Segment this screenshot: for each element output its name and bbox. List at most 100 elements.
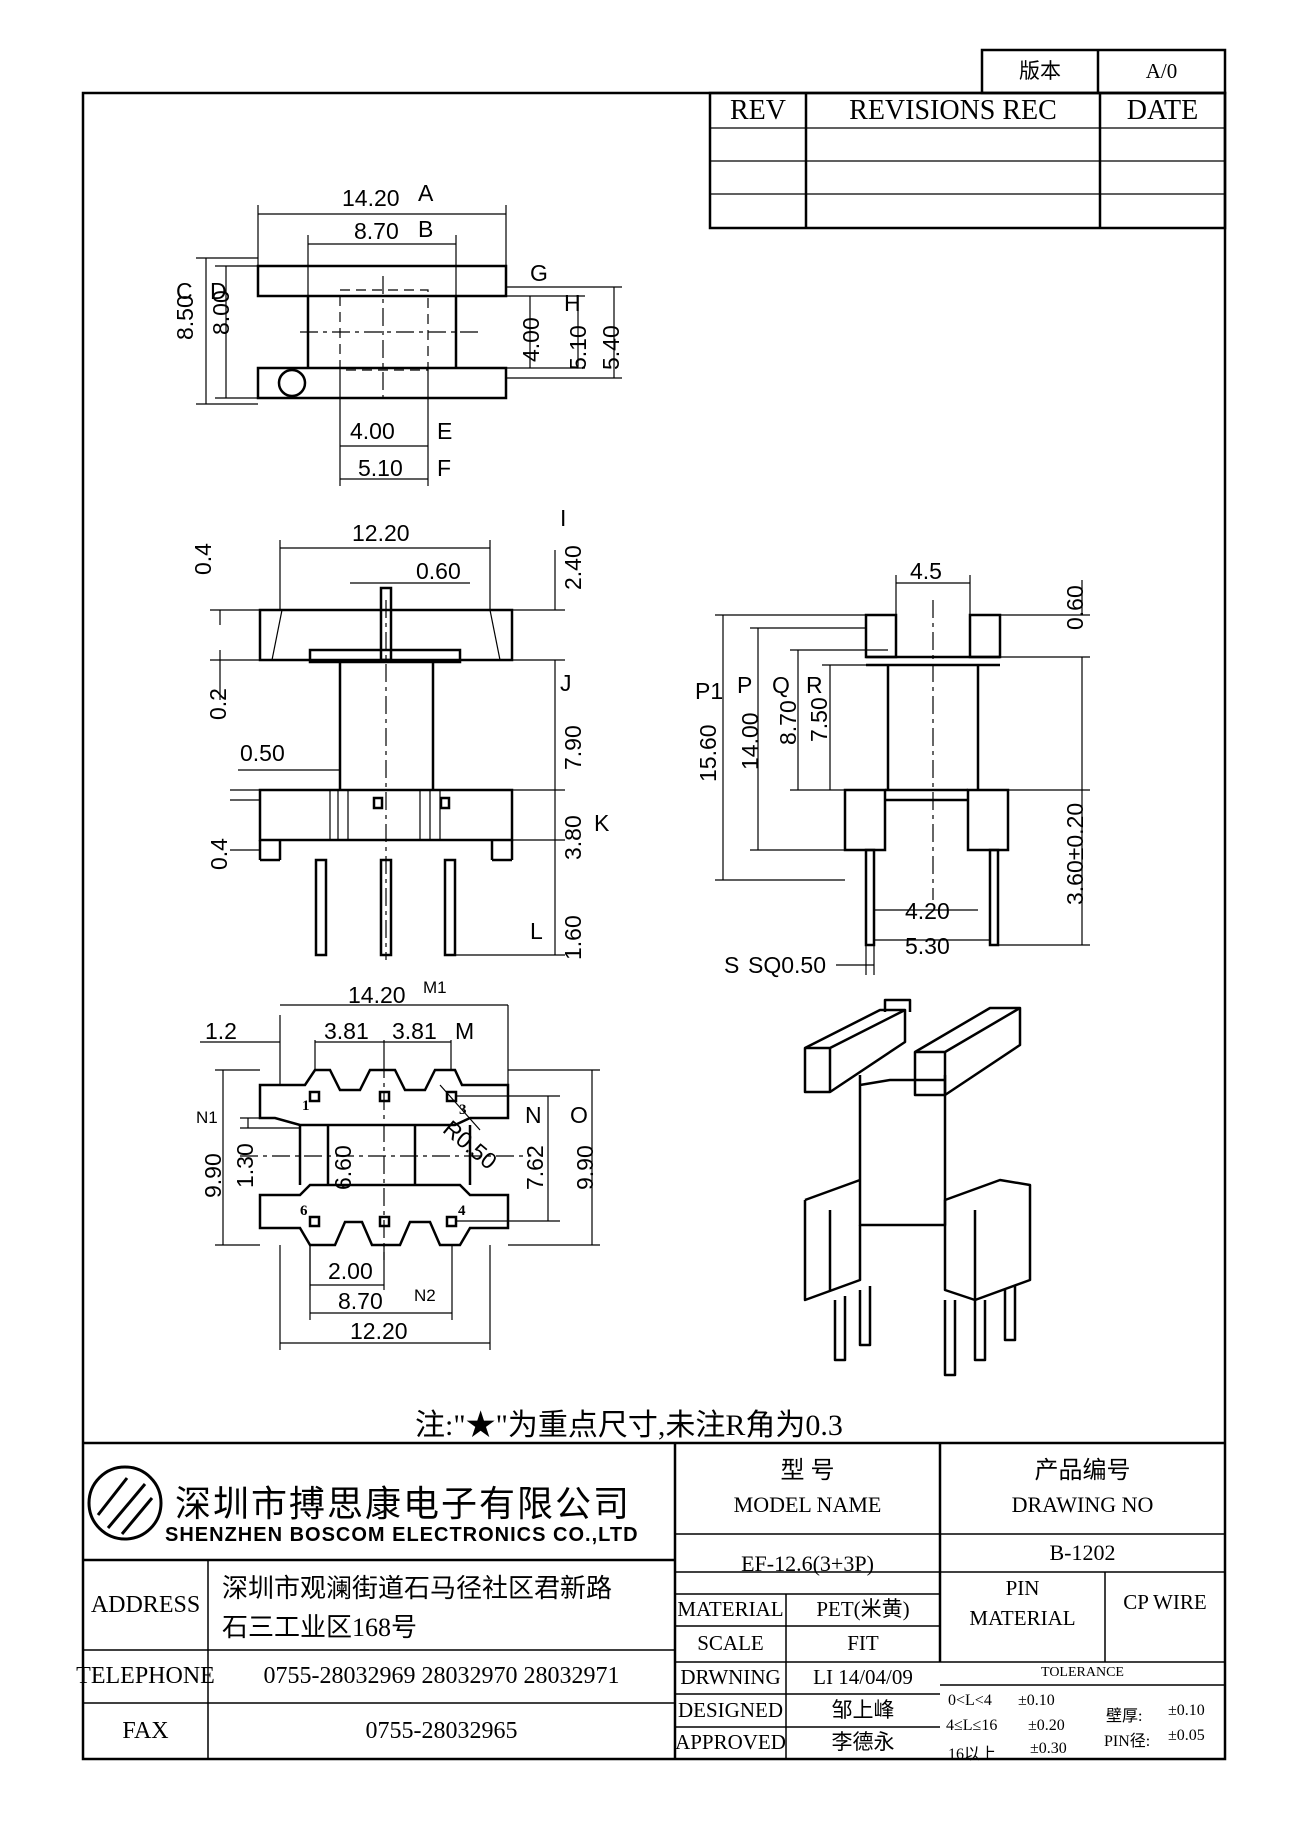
isometric-view-drawing: [803, 998, 1032, 1377]
mark-b: B: [418, 216, 434, 242]
company-name-cn: 深圳市搏思康电子有限公司: [175, 1484, 632, 1524]
dim-r: 7.50: [806, 697, 832, 742]
dim-q: 8.70: [775, 700, 801, 745]
dim-n1: 9.90: [200, 1153, 226, 1198]
tolerance-r1-range: 0<L<4: [948, 1692, 992, 1709]
dim-k: 3.80: [560, 815, 586, 860]
dim-04-bottom: 0.4: [206, 838, 232, 870]
mark-m: M: [455, 1018, 475, 1044]
approved-label: APPROVED: [675, 1730, 786, 1755]
designed-value: 邹上峰: [831, 1697, 895, 1722]
address-line-1: 深圳市观澜街道石马径社区君新路: [222, 1574, 613, 1603]
wall-thickness-label: 壁厚:: [1106, 1708, 1143, 1725]
tolerance-r2-val: ±0.20: [1028, 1717, 1065, 1734]
approved-value: 李德永: [831, 1730, 895, 1755]
drawing-label-cn: 产品编号: [1034, 1457, 1131, 1484]
drawing-note: 注:"★"为重点尺寸,未注R角为0.3: [415, 1409, 843, 1442]
material-label: MATERIAL: [677, 1597, 784, 1622]
dim-12: 1.2: [205, 1018, 237, 1044]
dim-530: 5.30: [905, 933, 950, 959]
pin-diameter-value: ±0.05: [1168, 1727, 1205, 1744]
dim-1220-bottom: 12.20: [350, 1318, 408, 1344]
mark-p: P: [737, 672, 753, 698]
wall-thickness-value: ±0.10: [1168, 1702, 1205, 1719]
mark-j: J: [560, 670, 572, 696]
fax-label: FAX: [122, 1717, 169, 1744]
revisions-rec-header: REVISIONS REC: [849, 94, 1057, 126]
pin-label-3: 3: [459, 1102, 467, 1118]
tolerance-r3-range: 16以上: [948, 1746, 997, 1763]
mark-o: O: [570, 1102, 588, 1128]
tolerance-header: TOLERANCE: [1041, 1665, 1124, 1681]
mark-n: N: [525, 1102, 542, 1128]
drwning-label: DRWNING: [680, 1665, 781, 1690]
telephone-label: TELEPHONE: [76, 1663, 215, 1690]
mark-n1: N1: [196, 1108, 218, 1127]
telephone-value: 0755-28032969 28032970 28032971: [263, 1663, 620, 1690]
mark-p1: P1: [695, 678, 724, 704]
mark-h: H: [564, 290, 581, 316]
mark-c: C: [176, 278, 193, 304]
rev-header: REV: [730, 94, 786, 126]
mark-d: D: [210, 278, 227, 304]
dim-b: 8.70: [354, 218, 399, 244]
dim-l: 1.60: [560, 915, 586, 960]
pin-label-6: 6: [300, 1203, 308, 1219]
pin-diameter-label: PIN径:: [1104, 1733, 1151, 1750]
company-logo: [87, 1465, 163, 1541]
mark-e: E: [437, 418, 453, 444]
version-value: A/0: [1145, 58, 1178, 83]
dim-381-b: 3.81: [392, 1018, 437, 1044]
date-header: DATE: [1126, 94, 1199, 126]
tolerance-r3-val: ±0.30: [1030, 1740, 1067, 1757]
fax-value: 0755-28032965: [365, 1717, 518, 1744]
front-view-drawing: [258, 586, 514, 957]
drwning-value: LI 14/04/09: [813, 1665, 913, 1690]
dim-h-400: 4.00: [518, 317, 544, 362]
pin-material-label-1: PIN: [1005, 1576, 1040, 1601]
dim-420: 4.20: [905, 898, 950, 924]
bottom-view-drawing: [258, 1068, 510, 1247]
company-name-en: SHENZHEN BOSCOM ELECTRONICS CO.,LTD: [165, 1524, 639, 1546]
version-label: 版本: [1019, 58, 1061, 83]
tolerance-r2-range: 4≤L≤16: [946, 1717, 998, 1734]
mark-l: L: [530, 918, 543, 944]
model-value: EF-12.6(3+3P): [741, 1550, 874, 1576]
address-line-2: 石三工业区168号: [222, 1613, 418, 1642]
dim-050: 0.50: [240, 740, 285, 766]
drawing-value: B-1202: [1049, 1539, 1116, 1565]
material-value: PET(米黄): [816, 1597, 910, 1622]
dim-381-a: 3.81: [324, 1018, 369, 1044]
dim-f: 5.10: [358, 455, 403, 481]
dim-02: 0.2: [205, 688, 231, 720]
designed-label: DESIGNED: [678, 1697, 783, 1722]
mark-q: Q: [772, 672, 790, 698]
mark-s: S: [724, 952, 740, 978]
dim-04-top: 0.4: [190, 543, 216, 575]
pin-material-label-2: MATERIAL: [969, 1606, 1076, 1631]
dim-45: 4.5: [910, 558, 942, 584]
dim-m1: 14.20: [348, 982, 406, 1008]
side-view-drawing: [843, 613, 1010, 947]
pin-material-value: CP WIRE: [1123, 1590, 1207, 1615]
scale-value: FIT: [847, 1631, 879, 1656]
dim-130: 1.30: [232, 1143, 258, 1188]
dim-n2: 8.70: [338, 1288, 383, 1314]
pin-label-4: 4: [458, 1203, 466, 1219]
dim-540: 5.40: [598, 325, 624, 370]
dim-660: 6.60: [330, 1145, 356, 1190]
mark-m1: M1: [423, 978, 447, 997]
dim-p1: 15.60: [695, 724, 721, 782]
dim-o: 9.90: [572, 1145, 598, 1190]
dim-h-510: 5.10: [565, 325, 591, 370]
scale-label: SCALE: [697, 1631, 764, 1656]
dim-sq050: SQ0.50: [748, 952, 826, 978]
drawing-label-en: DRAWING NO: [1011, 1491, 1154, 1517]
mark-i: I: [560, 505, 567, 531]
top-view-drawing: [256, 264, 508, 400]
mark-g: G: [530, 260, 548, 286]
dim-060: 0.60: [416, 558, 461, 584]
dim-200: 2.00: [328, 1258, 373, 1284]
tolerance-r1-val: ±0.10: [1018, 1692, 1055, 1709]
